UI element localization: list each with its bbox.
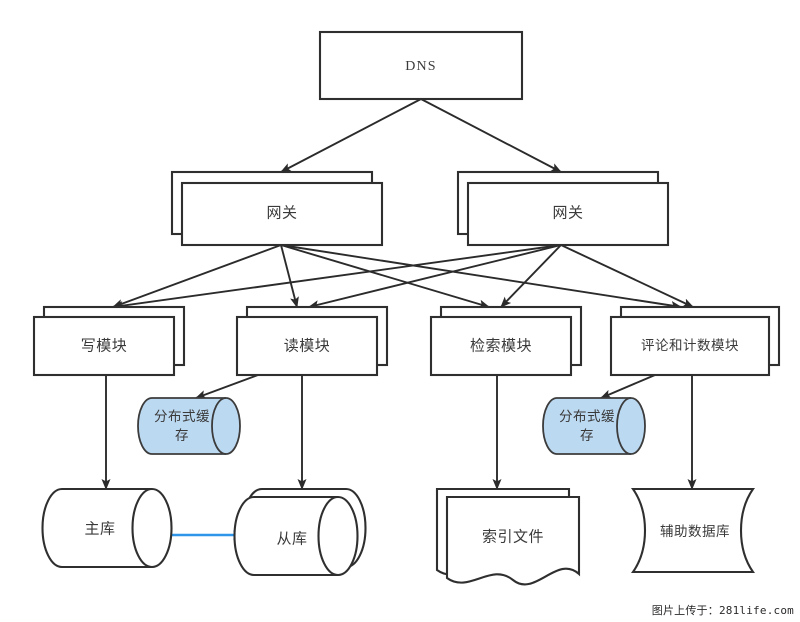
- node-comment-count-module-label: 评论和计数模块: [641, 338, 739, 353]
- node-dns-label: DNS: [405, 59, 437, 74]
- node-index-file-label: 索引文件: [482, 528, 544, 545]
- edge-gateway-left-to-read: [280, 244, 299, 308]
- node-read-module-label: 读模块: [284, 337, 331, 354]
- edge-comment-to-cache-right: [600, 374, 656, 399]
- node-gateway-right-label: 网关: [552, 204, 583, 221]
- node-cache-right[interactable]: 分布式缓 存: [542, 397, 646, 455]
- node-search-module[interactable]: 检索模块: [429, 305, 583, 377]
- edge-gateway-right-to-read: [308, 244, 562, 309]
- node-cache-right-label-line1: 分布式缓: [559, 409, 615, 424]
- edge-gateway-left-to-write: [112, 244, 282, 308]
- node-comment-count-module[interactable]: 评论和计数模块: [609, 305, 781, 377]
- watermark-text: 图片上传于：281life.com: [651, 604, 794, 617]
- edge-gateway-right-to-write: [112, 244, 562, 311]
- node-slave-db-label: 从库: [276, 530, 307, 547]
- node-write-module[interactable]: 写模块: [32, 305, 186, 377]
- edge-gateway-left-to-search: [280, 244, 490, 309]
- edge-gateway-right-to-comment: [560, 244, 694, 308]
- node-cache-left-label-line2: 存: [175, 428, 189, 443]
- node-master-db[interactable]: 主库: [41, 487, 173, 569]
- node-cache-left[interactable]: 分布式缓 存: [137, 397, 241, 455]
- edge-dns-to-gateway-right: [420, 98, 562, 173]
- node-cache-right-label-line2: 存: [580, 428, 594, 443]
- node-write-module-label: 写模块: [81, 337, 128, 354]
- node-gateway-left-label: 网关: [266, 204, 297, 221]
- node-slave-db[interactable]: 从库: [233, 487, 367, 577]
- edge-gateway-right-to-search: [500, 244, 562, 308]
- node-read-module[interactable]: 读模块: [235, 305, 389, 377]
- node-dns[interactable]: DNS: [318, 30, 524, 101]
- node-aux-db-label: 辅助数据库: [660, 524, 730, 539]
- edge-gateway-left-to-comment: [280, 244, 682, 310]
- node-cache-left-label-line1: 分布式缓: [154, 409, 210, 424]
- node-search-module-label: 检索模块: [470, 337, 532, 354]
- node-index-file[interactable]: 索引文件: [435, 487, 581, 586]
- edge-layer: [101, 98, 697, 540]
- edge-dns-to-gateway-left: [280, 98, 422, 173]
- edge-read-to-cache-left: [195, 374, 259, 399]
- node-aux-db[interactable]: 辅助数据库: [630, 487, 756, 574]
- node-gateway-right[interactable]: 网关: [456, 170, 670, 247]
- node-master-db-label: 主库: [84, 520, 115, 537]
- node-gateway-left[interactable]: 网关: [170, 170, 384, 247]
